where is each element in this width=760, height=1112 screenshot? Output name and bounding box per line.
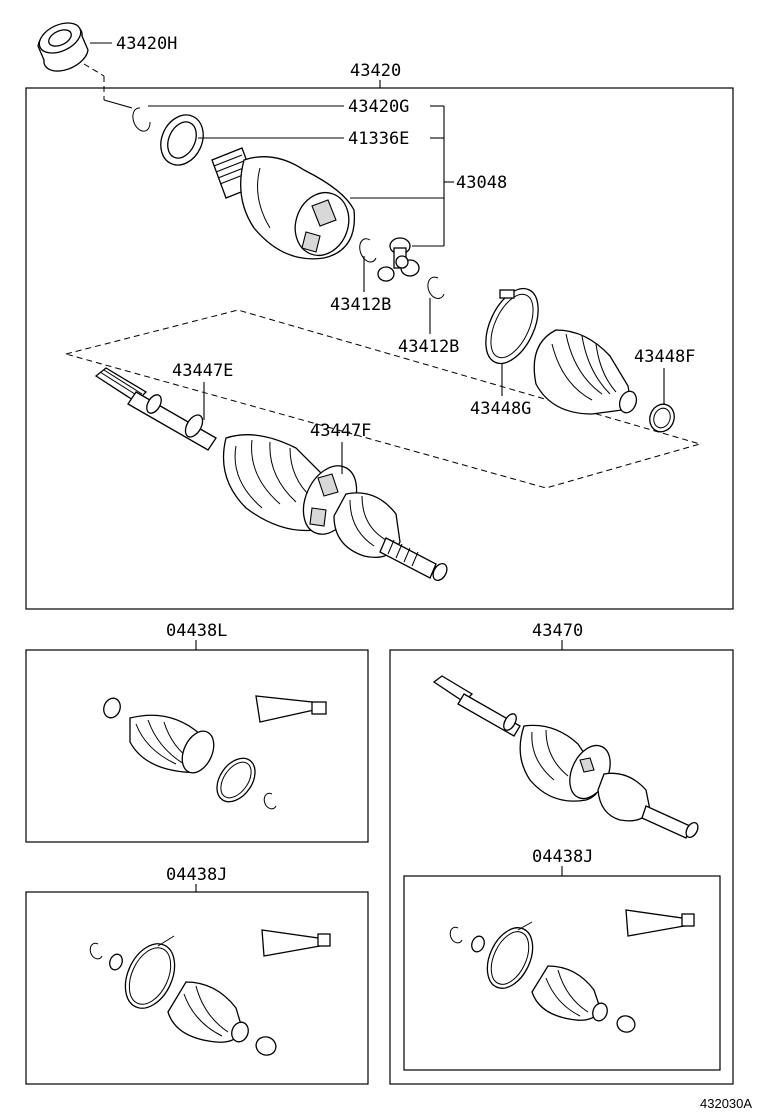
label-41336E: 41336E [348, 129, 409, 149]
boot-band-43448G-icon [485, 287, 539, 365]
seal-43420H-icon [37, 22, 89, 72]
frame-04438L [25, 649, 369, 843]
label-43048: 43048 [456, 173, 507, 193]
label-43448F: 43448F [634, 347, 695, 367]
frame-04438J-left [25, 891, 369, 1085]
label-43448G: 43448G [470, 399, 531, 419]
label-04438J-right: 04438J [532, 847, 593, 867]
boot-kit-04438J-right-icon [449, 909, 695, 1033]
label-43420H: 43420H [116, 34, 177, 54]
label-04438J-left: 04438J [166, 865, 227, 885]
drive-shaft-assembly-icon [94, 367, 448, 582]
snap-ring-43412B-a-icon [359, 238, 377, 263]
outer-joint-housing-icon [211, 147, 356, 260]
label-04438L: 04438L [166, 621, 227, 641]
figure-reference: 432030A [700, 1096, 752, 1111]
boot-kit-04438J-left-icon [89, 929, 331, 1056]
label-43412B-b: 43412B [398, 337, 459, 357]
dust-seal-41336E-icon [160, 114, 204, 166]
label-43420: 43420 [350, 61, 401, 81]
label-43447E: 43447E [172, 361, 233, 381]
tripod-joint-icon [377, 237, 420, 282]
label-43412B-a: 43412B [330, 295, 391, 315]
boot-kit-04438L-icon [103, 695, 327, 810]
boot-band-43448F-icon [649, 403, 675, 433]
snap-ring-43420G-icon [132, 107, 151, 132]
label-43470: 43470 [532, 621, 583, 641]
label-43420G: 43420G [348, 97, 409, 117]
cv-boot-icon [533, 329, 638, 415]
label-43447F: 43447F [310, 421, 371, 441]
snap-ring-43412B-b-icon [427, 276, 445, 299]
drive-shaft-43470-icon [432, 675, 699, 839]
